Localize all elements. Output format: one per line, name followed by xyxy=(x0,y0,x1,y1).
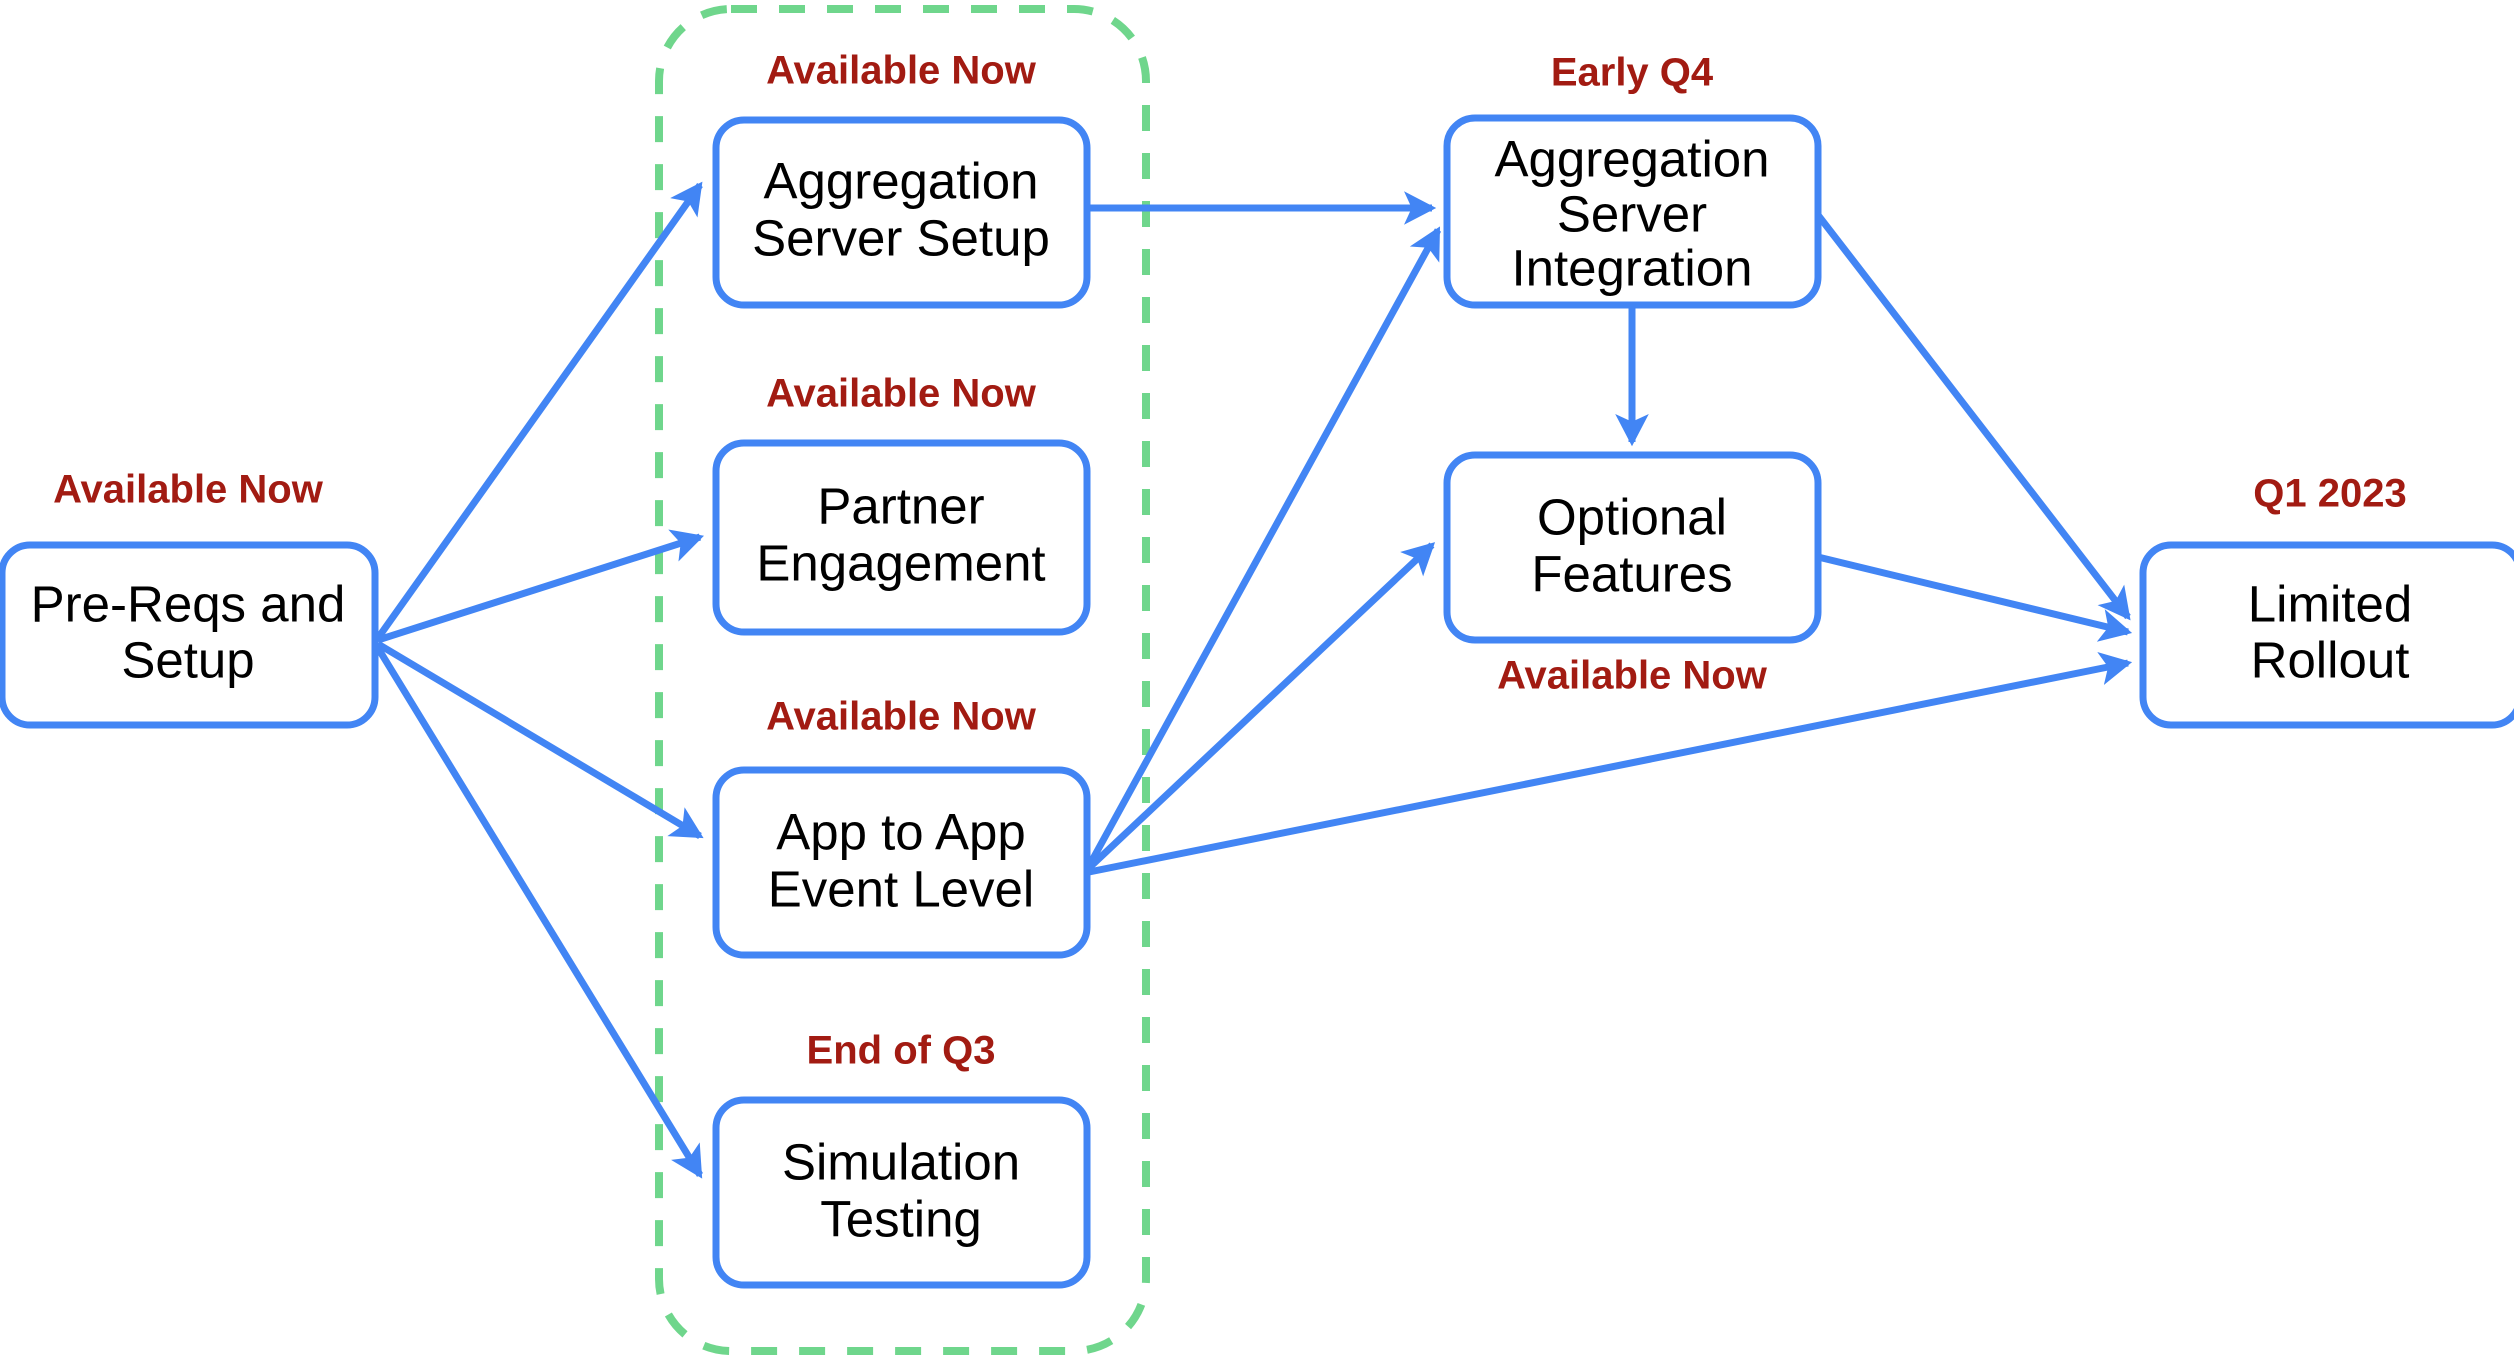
status-badge-pre-reqs-and-setup: Available Now xyxy=(53,468,324,512)
node-label-app-to-app-event-level-line2: Event Level xyxy=(768,860,1035,917)
status-badge-aggregation-server-setup: Available Now xyxy=(766,49,1037,93)
node-aggregation-server-integration[interactable]: Aggregation Server Integration xyxy=(1443,114,1822,309)
status-badge-simulation-testing: End of Q3 xyxy=(807,1029,996,1073)
status-badge-optional-features: Available Now xyxy=(1497,654,1768,698)
node-box-simulation-testing[interactable] xyxy=(712,1096,1091,1289)
node-label-partner-engagement-line2: Engagement xyxy=(756,534,1045,591)
node-label-limited-rollout-line1: Limited xyxy=(2248,575,2412,632)
node-aggregation-server-setup[interactable]: Aggregation Server Setup xyxy=(712,116,1091,309)
node-label-simulation-testing-line2: Testing xyxy=(820,1190,982,1247)
edge-app-to-app-to-limited-rollout xyxy=(1088,652,2133,876)
node-box-pre-reqs-and-setup[interactable] xyxy=(0,541,379,729)
node-box-optional-features[interactable] xyxy=(1443,451,1822,644)
node-box-aggregation-server-integration[interactable] xyxy=(1443,114,1822,309)
node-box-partner-engagement[interactable] xyxy=(712,439,1091,636)
node-label-optional-features-line2: Features xyxy=(1531,545,1732,602)
edge-aggregation-server-integration-to-limited-rollout xyxy=(1815,212,2131,621)
node-app-to-app-event-level[interactable]: App to App Event Level xyxy=(712,766,1091,959)
available-now-group-outline xyxy=(655,5,1150,1355)
node-label-app-to-app-event-level-line1: App to App xyxy=(776,803,1026,860)
node-optional-features[interactable]: Optional Features xyxy=(1443,451,1822,644)
node-box-app-to-app-event-level[interactable] xyxy=(712,766,1091,959)
node-pre-reqs-and-setup[interactable]: Pre-Reqs and Setup xyxy=(0,541,379,729)
edge-optional-features-to-limited-rollout xyxy=(1817,553,2133,642)
node-partner-engagement[interactable]: Partner Engagement xyxy=(712,439,1091,636)
node-label-aggregation-server-setup-line1: Aggregation xyxy=(763,152,1038,209)
node-label-pre-reqs-and-setup-line1: Pre-Reqs and xyxy=(31,575,346,632)
node-label-aggregation-server-integration-line2: Server xyxy=(1557,185,1707,242)
status-badge-app-to-app-event-level: Available Now xyxy=(766,695,1037,739)
node-label-partner-engagement-line1: Partner xyxy=(817,477,984,534)
node-limited-rollout[interactable]: Limited Rollout xyxy=(2139,541,2514,729)
status-badge-limited-rollout: Q1 2023 xyxy=(2253,472,2406,516)
edge-prereqs-to-aggregation-server-setup xyxy=(375,181,703,641)
node-label-aggregation-server-integration-line1: Aggregation xyxy=(1494,130,1769,187)
node-label-pre-reqs-and-setup-line2: Setup xyxy=(121,631,254,688)
status-badge-partner-engagement: Available Now xyxy=(766,372,1037,416)
edge-app-to-app-to-optional-features xyxy=(1086,542,1436,871)
edge-prereqs-to-simulation-testing xyxy=(375,646,703,1179)
node-label-simulation-testing-line1: Simulation xyxy=(782,1133,1020,1190)
edge-app-to-app-to-aggregation-server-integration xyxy=(1085,226,1442,868)
node-label-optional-features-line1: Optional xyxy=(1537,488,1727,545)
node-simulation-testing[interactable]: Simulation Testing xyxy=(712,1096,1091,1289)
node-box-limited-rollout[interactable] xyxy=(2139,541,2514,729)
node-box-aggregation-server-setup[interactable] xyxy=(712,116,1091,309)
node-label-aggregation-server-integration-line3: Integration xyxy=(1511,239,1752,296)
node-label-limited-rollout-line2: Rollout xyxy=(2251,631,2410,688)
edges-layer xyxy=(375,181,2133,1179)
edge-prereqs-to-app-to-app-event-level xyxy=(376,640,704,840)
edge-prereqs-to-partner-engagement xyxy=(376,529,705,644)
node-label-aggregation-server-setup-line2: Server Setup xyxy=(752,209,1050,266)
status-badge-aggregation-server-integration: Early Q4 xyxy=(1551,51,1714,95)
